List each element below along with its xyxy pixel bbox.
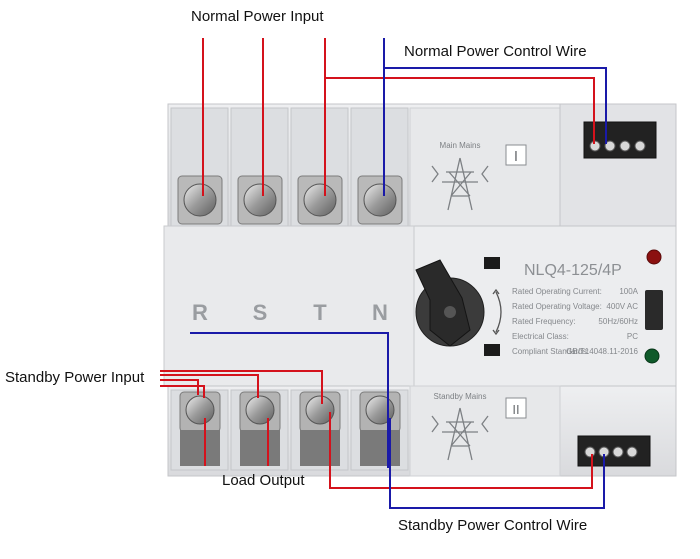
phase-label-s: S [253,300,268,325]
spec-label: Compliant Standards: [512,347,589,356]
nameplate: NLQ4-125/4P Rated Operating Current: 100… [512,262,639,356]
phase-label-r: R [192,300,208,325]
spec-value: 400V AC [606,302,638,311]
terminal-socket [240,430,280,466]
terminal-socket [360,430,400,466]
standby-control-terminal [577,435,651,467]
standby-control-wire [190,332,605,509]
spec-label: Electrical Class: [512,332,569,341]
standby-power-control-wire-label: Standby Power Control Wire [398,517,588,534]
position-one-label: I [514,148,518,165]
normal-control-wire [383,38,607,196]
phase-label-t: T [313,300,327,325]
manual-mode-slot [645,290,663,330]
normal-power-input-label: Normal Power Input [191,8,324,25]
rotary-handle [415,257,502,356]
terminal-screw [177,175,223,225]
terminal-screw [239,391,281,433]
top-terminal-screws [177,175,403,225]
power-tower-icon [431,407,489,461]
spec-value: 50Hz/60Hz [598,317,638,326]
spec-label: Rated Frequency: [512,317,576,326]
position-two-label: II [512,402,519,417]
standby-power-input-label: Standby Power Input [5,369,145,386]
power-tower-icon [431,157,489,211]
terminal-screw [359,391,401,433]
standby-mains-label: Standby Mains [434,392,487,401]
main-mains-panel: Main Mains I [431,141,527,211]
standby-mains-panel: Standby Mains II [431,392,527,461]
terminal-screw [297,175,343,225]
load-output-wires [204,412,593,489]
standby-power-input-wires [160,370,323,404]
terminal-screw [179,391,221,433]
terminal-screw [357,175,403,225]
phase-labels: R S T N [192,300,388,325]
spec-value: PC [627,332,638,341]
terminal-screw [299,391,341,433]
terminal-socket [180,430,220,466]
load-output-label: Load Output [222,472,305,489]
normal-indicator-light [646,249,662,265]
spec-label: Rated Operating Voltage: [512,302,602,311]
spec-label: Rated Operating Current: [512,287,602,296]
spec-value: GB/T14048.11-2016 [566,347,638,356]
normal-power-input-wires [202,38,595,196]
front-panel [163,225,677,387]
terminal-screw [237,175,283,225]
spec-value: 100A [619,287,638,296]
terminal-socket [300,430,340,466]
main-mains-label: Main Mains [440,141,481,150]
normal-control-terminal [583,121,657,159]
standby-indicator-light [644,348,660,364]
model-number: NLQ4-125/4P [524,262,622,279]
normal-power-control-wire-label: Normal Power Control Wire [404,43,587,60]
phase-label-n: N [372,300,388,325]
